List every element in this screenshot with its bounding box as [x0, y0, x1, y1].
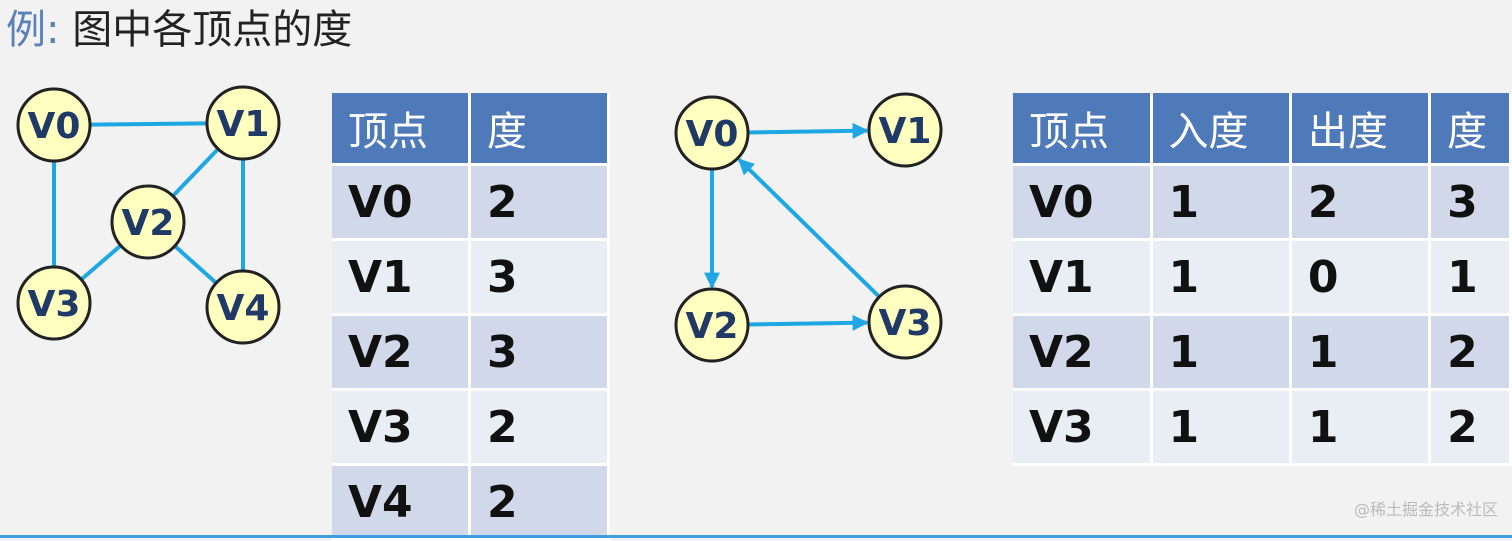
title-prefix: 例: [6, 7, 60, 53]
table-cell: 2 [469, 164, 610, 241]
node-v1: V1 [867, 92, 943, 168]
table-cell: 0 [1290, 239, 1432, 316]
node-circle [205, 269, 281, 345]
table-cell: 1 [1290, 389, 1432, 466]
table-cell: V1 [332, 239, 471, 316]
table-cell: 2 [469, 389, 610, 466]
edge-v3-v0 [737, 158, 881, 299]
edge-v0-v1 [89, 121, 208, 127]
table-cell: V1 [1013, 239, 1153, 316]
table-cell: 1 [1290, 314, 1432, 391]
column-header: 出度 [1290, 93, 1432, 166]
edge-v2-v3 [747, 314, 869, 331]
edge-v1-v2 [171, 147, 220, 198]
edge-v0-v1 [747, 122, 869, 139]
node-circle [205, 85, 281, 161]
column-header: 顶点 [1013, 93, 1153, 166]
node-circle [867, 92, 943, 168]
table-cell: 2 [469, 464, 610, 541]
node-label: V3 [879, 303, 932, 344]
bottom-divider [0, 535, 1512, 538]
node-v2: V2 [110, 184, 186, 260]
column-header: 入度 [1151, 93, 1292, 166]
table-cell: V3 [1013, 389, 1153, 466]
node-v2: V2 [674, 287, 750, 363]
watermark: @稀土掘金技术社区 [1353, 500, 1498, 519]
node-circle [16, 265, 92, 341]
table-cell: 1 [1429, 239, 1512, 316]
node-label: V1 [217, 104, 270, 145]
table-cell: V0 [332, 164, 471, 241]
table-cell: 3 [469, 239, 610, 316]
table-cell: 1 [1151, 314, 1292, 391]
edge-v2-v4 [173, 244, 218, 285]
node-label: V2 [122, 203, 175, 244]
node-label: V2 [686, 306, 739, 347]
node-label: V3 [28, 284, 81, 325]
node-v1: V1 [205, 85, 281, 161]
node-v0: V0 [16, 87, 92, 163]
table-cell: V3 [332, 389, 471, 466]
node-circle [867, 284, 943, 360]
table-cell: 3 [1429, 164, 1512, 241]
table-cell: 1 [1151, 389, 1292, 466]
node-label: V1 [879, 111, 932, 152]
table-cell: V0 [1013, 164, 1153, 241]
node-circle [16, 87, 92, 163]
table-cell: V4 [332, 464, 471, 541]
node-circle [674, 95, 750, 171]
table-cell: 3 [469, 314, 610, 391]
table-cell: V2 [332, 314, 471, 391]
edge-v2-v3 [79, 243, 123, 282]
table-cell: 2 [1290, 164, 1432, 241]
title-text: 图中各顶点的度 [72, 7, 353, 53]
node-label: V4 [217, 288, 270, 329]
node-v3: V3 [867, 284, 943, 360]
node-v4: V4 [205, 269, 281, 345]
node-v3: V3 [16, 265, 92, 341]
column-header: 度 [469, 93, 610, 166]
node-circle [674, 287, 750, 363]
column-header: 度 [1429, 93, 1512, 166]
table-cell: 2 [1429, 314, 1512, 391]
table-cell: 1 [1151, 239, 1292, 316]
node-v0: V0 [674, 95, 750, 171]
node-circle [110, 184, 186, 260]
table-cell: 2 [1429, 389, 1512, 466]
node-label: V0 [686, 114, 739, 155]
table-cell: V2 [1013, 314, 1153, 391]
column-header: 顶点 [332, 93, 471, 166]
node-label: V0 [28, 106, 81, 147]
table-cell: 1 [1151, 164, 1292, 241]
slide-title: 例: 图中各顶点的度 [6, 6, 352, 54]
